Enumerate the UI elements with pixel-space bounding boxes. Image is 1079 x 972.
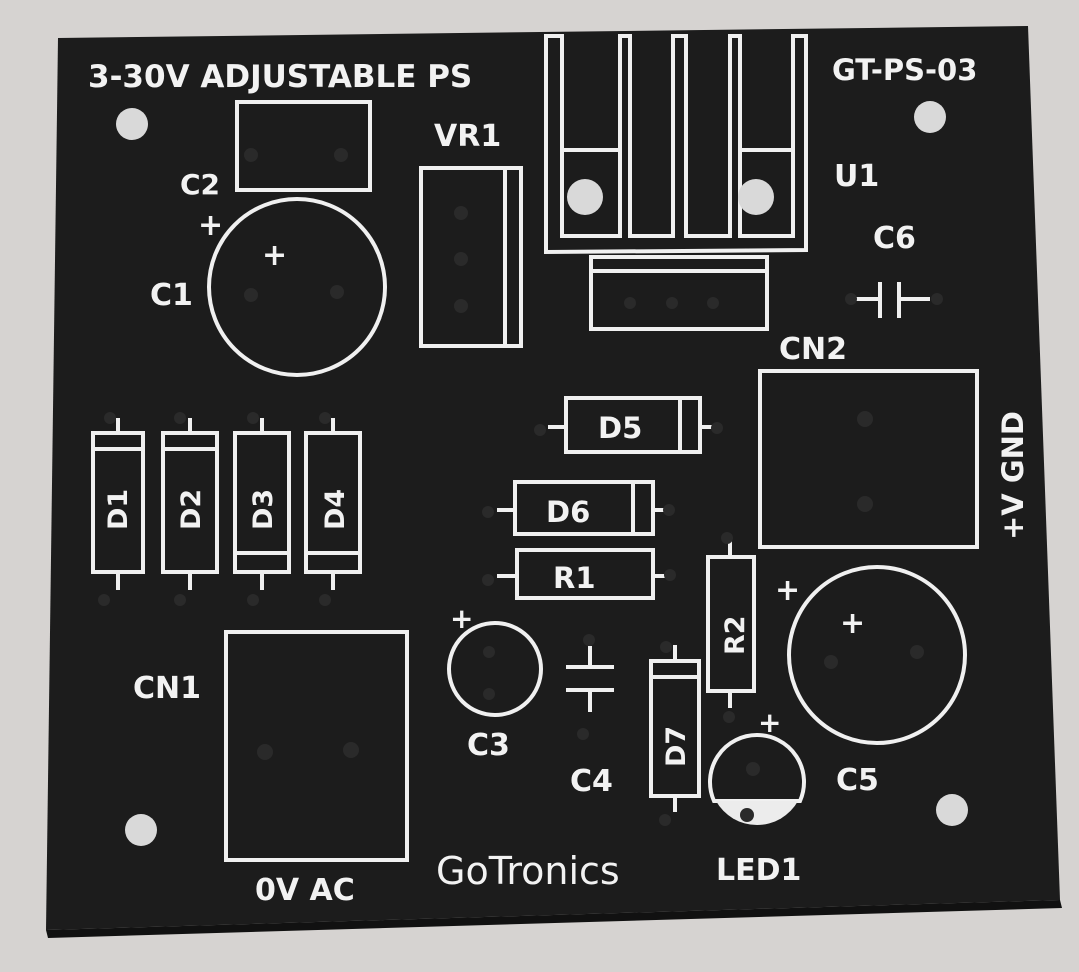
c1-outline (207, 197, 387, 377)
led1-outline (708, 733, 806, 803)
c3-outline (447, 621, 543, 717)
c5-outline (787, 565, 967, 745)
c5-plus-outer: + (775, 573, 800, 608)
u1-mounting-hole-left (567, 179, 603, 215)
cn2-pad-1 (857, 411, 873, 427)
mounting-hole-top-left (116, 108, 148, 140)
vr1-pad-2 (454, 252, 468, 266)
cn2-label: CN2 (779, 332, 847, 367)
r1-label: R1 (553, 561, 596, 595)
c3-pad-1 (483, 646, 495, 658)
cn2-pad-2 (857, 496, 873, 512)
c1-plus-outer: + (198, 208, 223, 243)
diode-d6 (482, 480, 675, 536)
resistor-r2 (706, 532, 756, 723)
c5-pad-1 (824, 655, 838, 669)
u1-pad-3 (707, 297, 719, 309)
c2-outline (235, 100, 372, 192)
diode-d4 (304, 412, 362, 606)
c6-pad-2 (931, 293, 943, 305)
c2-pad-2 (334, 148, 348, 162)
diode-d7 (649, 641, 701, 826)
mounting-hole-bottom-left (125, 814, 157, 846)
brand-label: GoTronics (436, 849, 620, 893)
u1-mounting-hole-right (738, 179, 774, 215)
c5-pad-2 (910, 645, 924, 659)
c4-pad-2 (577, 728, 589, 740)
led1-flat-fill (716, 801, 798, 826)
c6-pad-1 (845, 293, 857, 305)
c2-label: C2 (180, 168, 220, 201)
d7-label: D7 (661, 726, 692, 767)
c1-pad-1 (244, 288, 258, 302)
c4-pad-1 (583, 634, 595, 646)
c3-plus: + (450, 602, 473, 635)
d3-label: D3 (248, 489, 279, 530)
d2-label: D2 (176, 489, 207, 530)
vr1-pad-3 (454, 299, 468, 313)
d6-label: D6 (546, 495, 590, 529)
u1-pad-1 (624, 297, 636, 309)
cn1-outline (224, 630, 409, 862)
vr1-outline (419, 166, 523, 348)
board-title: 3-30V ADJUSTABLE PS (88, 59, 472, 95)
d4-label: D4 (320, 489, 351, 530)
cn1-pad-2 (343, 742, 359, 758)
cn1-label: CN1 (133, 671, 201, 706)
led1-pad-1 (746, 762, 760, 776)
u1-pad-2 (666, 297, 678, 309)
diode-d3 (233, 412, 291, 606)
diode-d2 (161, 412, 219, 606)
led1-plus: + (758, 706, 781, 739)
c5-label: C5 (836, 763, 879, 798)
d1-label: D1 (103, 489, 134, 530)
vr1-label: VR1 (434, 119, 501, 154)
diode-d5 (534, 396, 723, 454)
c6-symbol (856, 282, 930, 318)
u1-label: U1 (834, 159, 879, 194)
pcb-board (46, 26, 1060, 930)
cn2-outline (758, 369, 979, 549)
c1-plus-inner: + (262, 238, 287, 273)
c1-label: C1 (150, 278, 193, 313)
resistor-r1 (482, 548, 676, 600)
board-code: GT-PS-03 (832, 53, 977, 87)
c1-pad-2 (330, 285, 344, 299)
led1-label: LED1 (716, 853, 801, 888)
r2-label: R2 (720, 615, 751, 655)
led1-pad-2 (740, 808, 754, 822)
c6-label: C6 (873, 221, 916, 256)
c3-label: C3 (467, 728, 510, 763)
c4-symbol (566, 646, 614, 712)
mounting-hole-bottom-right (936, 794, 968, 826)
c4-label: C4 (570, 764, 613, 799)
mounting-hole-top-right (914, 101, 946, 133)
c3-pad-2 (483, 688, 495, 700)
pcb-board-edge-shadow (46, 900, 1062, 938)
c2-pad-1 (244, 148, 258, 162)
cn1-pad-1 (257, 744, 273, 760)
diode-d1 (91, 412, 145, 606)
u1-regulator-outline (589, 255, 769, 331)
d5-label: D5 (598, 411, 642, 445)
vr1-pad-1 (454, 206, 468, 220)
c5-plus-inner: + (840, 606, 865, 641)
cn2-side-label: +V GND (996, 411, 1030, 540)
cn1-bottom-label: 0V AC (255, 873, 355, 908)
